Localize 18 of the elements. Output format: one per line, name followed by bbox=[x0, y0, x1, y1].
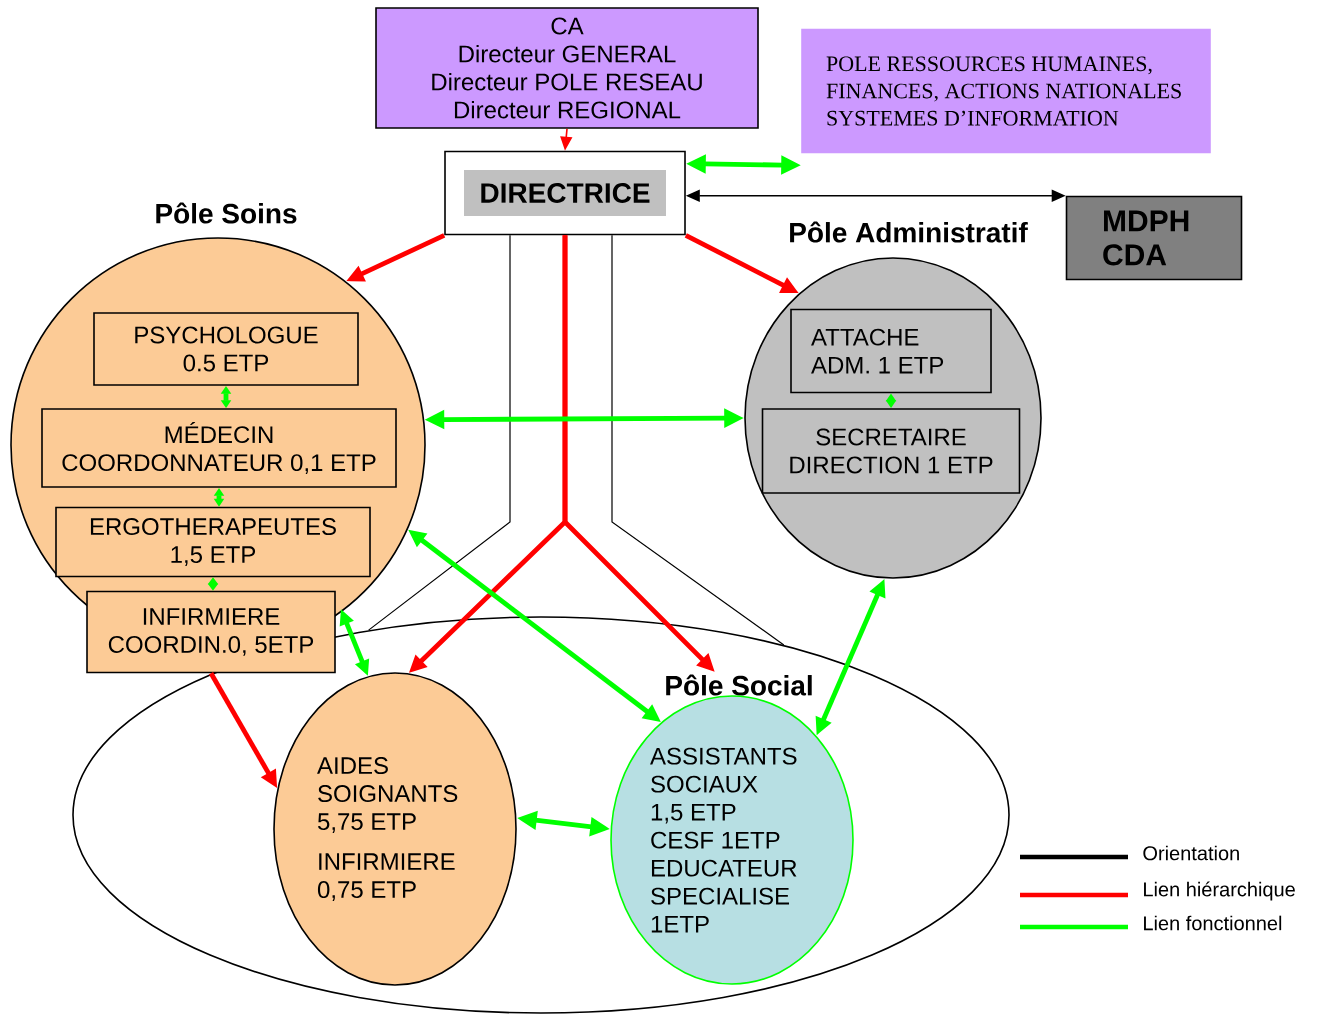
role-box: SECRETAIRE DIRECTION 1 ETP bbox=[761, 408, 1021, 494]
connector-line bbox=[368, 234, 511, 631]
legend-label: Lien fonctionnel bbox=[1144, 915, 1282, 931]
external-box: MDPH CDA bbox=[1065, 195, 1243, 281]
arrow bbox=[207, 577, 219, 591]
role-box: PSYCHOLOGUE 0.5 ETP bbox=[93, 312, 359, 386]
title-box: POLE RESSOURCES HUMAINES, FINANCES, ACTIONS NATIONALES SYSTEMES D’INFORMATION bbox=[801, 28, 1211, 154]
connector-line bbox=[611, 234, 785, 646]
legend-label: Orientation bbox=[1143, 845, 1239, 861]
role-box: MÉDECIN COORDONNATEUR 0,1 ETP bbox=[41, 408, 397, 488]
legend-label: Lien hiérarchique bbox=[1144, 881, 1295, 901]
node-label: Pôle Soins bbox=[156, 202, 297, 224]
role-box: INFIRMIERE COORDIN.0, 5ETP bbox=[86, 590, 336, 674]
director-box: DIRECTRICE bbox=[444, 150, 686, 236]
role-box: ATTACHE ADM. 1 ETP bbox=[790, 308, 992, 394]
node-label: Pôle Administratif bbox=[790, 221, 1028, 243]
role-box: ERGOTHERAPEUTES 1,5 ETP bbox=[55, 506, 371, 578]
title-box: CA Directeur GENERAL Directeur POLE RESEAU Directeur REGIONAL bbox=[375, 7, 759, 129]
